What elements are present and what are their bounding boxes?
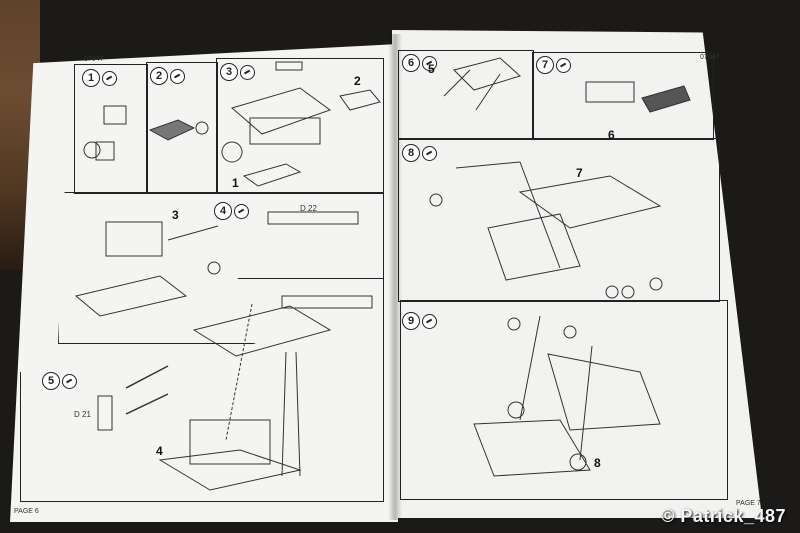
step-panel-3 [216,58,384,194]
pin-icon [62,373,77,389]
assembly-label-6: 6 [608,128,615,142]
assembly-label-2: 2 [354,74,361,88]
step-badge-6: 6 [402,54,437,72]
step-badge-9: 9 [402,312,437,330]
assembly-label-8: 8 [594,456,601,470]
step-badge-7: 7 [536,56,571,74]
step-panel-2 [146,62,218,194]
step-badge-2: 2 [150,67,185,85]
right-page-code: 07047 [700,54,720,61]
pin-icon [170,68,185,84]
left-page-code: 07047 [84,56,104,63]
step-badge-1: 1 [82,69,117,87]
assembly-label-4: 4 [156,444,163,458]
pin-icon [234,203,249,219]
step-panel-7 [532,52,714,140]
pin-icon [102,70,117,86]
pin-icon [422,313,437,329]
step-badge-5: 5 [42,372,77,390]
assembly-label-7: 7 [576,166,583,180]
step-badge-8: 8 [402,144,437,162]
step-panel-1 [74,64,148,194]
part-ref-d22: D 22 [300,204,317,213]
step-panel-8 [398,138,720,302]
pin-icon [422,145,437,161]
step-badge-3: 3 [220,63,255,81]
step-badge-4: 4 [214,202,249,220]
assembly-label-5: 5 [428,62,435,76]
instruction-page-right [392,30,762,518]
part-ref-d21: D 21 [74,410,91,419]
pin-icon [422,55,437,71]
pin-icon [556,57,571,73]
step-panel-9 [400,300,728,500]
right-page-footer: PAGE 7 [736,500,761,507]
step-panel-6 [398,50,534,140]
assembly-label-1: 1 [232,176,239,190]
photo-watermark: © Patrick_487 [661,506,786,526]
left-page-footer: PAGE 6 [14,508,39,515]
assembly-label-3: 3 [172,208,179,222]
pin-icon [240,64,255,80]
